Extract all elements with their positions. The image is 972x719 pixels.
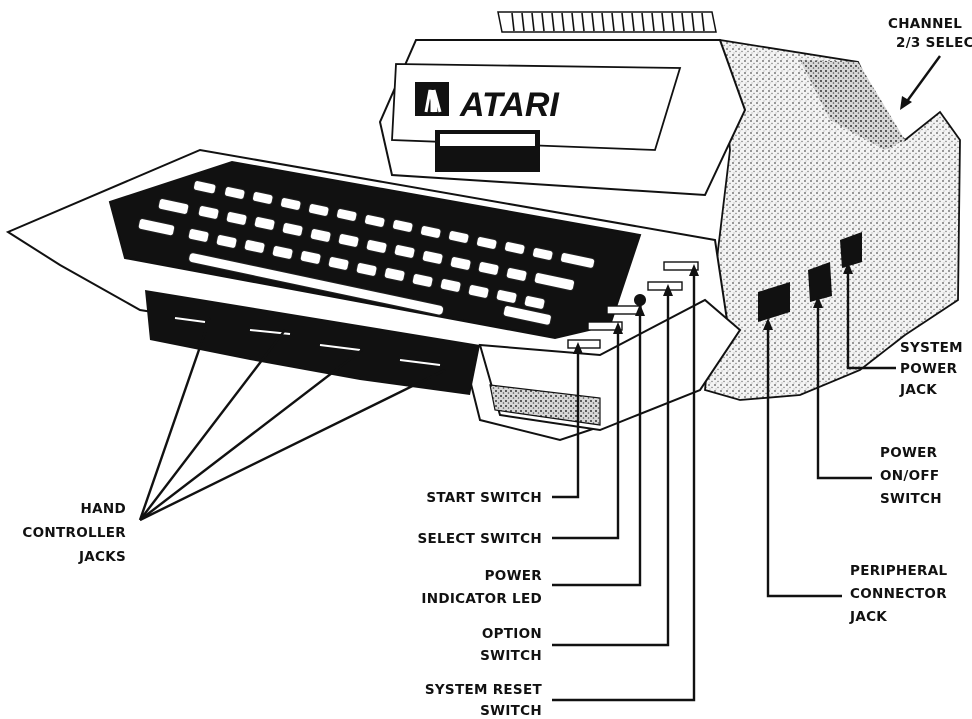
label-spj-line3: JACK — [899, 382, 937, 398]
label-start: START SWITCH — [426, 490, 542, 506]
callout-power-switch: POWER ON/OFF SWITCH — [880, 445, 942, 507]
label-hcj-line2: CONTROLLER — [22, 525, 126, 541]
label-reset-line2: SWITCH — [480, 703, 542, 719]
label-select: SELECT SWITCH — [417, 531, 542, 547]
label-pj-line3: JACK — [849, 609, 887, 625]
label-hcj-line1: HAND — [81, 501, 126, 517]
brand-wordmark: ATARI — [459, 86, 560, 124]
callout-power-led: POWER INDICATOR LED — [421, 568, 542, 607]
callout-option-switch: OPTION SWITCH — [480, 626, 542, 664]
label-option-line2: SWITCH — [480, 648, 542, 664]
label-hcj-line3: JACKS — [78, 549, 126, 565]
label-ps-line1: POWER — [880, 445, 938, 461]
callout-channel-select: CHANNEL 2/3 SELECT — [888, 16, 972, 51]
label-led-line2: INDICATOR LED — [421, 591, 542, 607]
label-reset-line1: SYSTEM RESET — [425, 682, 543, 698]
cartridge-lid-vents — [498, 12, 716, 32]
callout-hand-controller-jacks: HAND CONTROLLER JACKS — [22, 501, 126, 565]
label-ps-line3: SWITCH — [880, 491, 942, 507]
label-channel-line1: CHANNEL — [888, 16, 962, 32]
callout-system-power-jack: SYSTEM POWER JACK — [899, 340, 963, 398]
callout-start-switch: START SWITCH — [426, 490, 542, 506]
label-pj-line1: PERIPHERAL — [850, 563, 947, 579]
label-pj-line2: CONNECTOR — [850, 586, 947, 602]
label-channel-line2: 2/3 SELECT — [896, 35, 972, 51]
callout-select-switch: SELECT SWITCH — [417, 531, 542, 547]
callout-peripheral-jack: PERIPHERAL CONNECTOR JACK — [849, 563, 947, 625]
label-ps-line2: ON/OFF — [880, 468, 939, 484]
label-led-line1: POWER — [485, 568, 543, 584]
label-option-line1: OPTION — [482, 626, 542, 642]
label-spj-line2: POWER — [900, 361, 958, 377]
label-spj-line1: SYSTEM — [900, 340, 963, 356]
callout-system-reset: SYSTEM RESET SWITCH — [425, 682, 543, 719]
